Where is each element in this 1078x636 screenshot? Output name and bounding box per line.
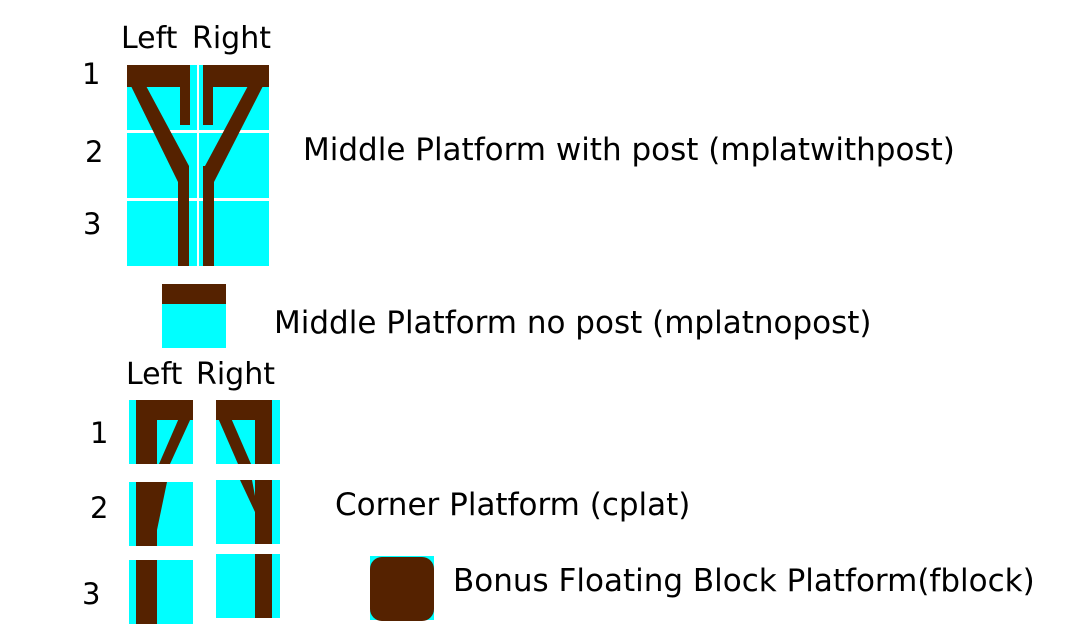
- mplat-left-post: [178, 166, 189, 266]
- cplat-row-label-2: 2: [90, 491, 109, 525]
- mplat-right-beam: [203, 65, 269, 87]
- mplat-row-label-2: 2: [85, 135, 104, 169]
- mplatnopost-caption: Middle Platform no post (mplatnopost): [274, 305, 872, 341]
- mplatnopost-beam: [162, 284, 226, 304]
- mplat-col-label-left: Left: [121, 21, 178, 56]
- cplat-left-post-3: [136, 560, 157, 624]
- cplat-row-label-1: 1: [90, 416, 109, 450]
- cplat-right-brace-2: [240, 480, 255, 512]
- cplat-col-label-left: Left: [126, 357, 183, 392]
- cplat-left-brace-1: [159, 418, 191, 464]
- cplat-tiles: [129, 400, 280, 624]
- cplat-left-post-2: [136, 482, 157, 546]
- mplatwithpost-tiles: [127, 65, 269, 266]
- mplat-left-brace: [130, 84, 189, 182]
- fblock-block: [370, 557, 434, 621]
- cplat-right-post-2: [255, 480, 272, 544]
- cplat-right-post-1: [255, 400, 272, 464]
- mplat-left-beam: [127, 65, 190, 87]
- fblock-caption: Bonus Floating Block Platform(fblock): [453, 563, 1035, 599]
- mplat-right-brace: [205, 84, 264, 182]
- mplat-right-inner-post: [203, 65, 213, 125]
- mplatwithpost-caption: Middle Platform with post (mplatwithpost…: [303, 132, 955, 168]
- mplat-left-inner-post: [180, 65, 190, 125]
- cplat-left-brace-2: [157, 482, 167, 530]
- cplat-col-label-right: Right: [196, 357, 275, 392]
- cplat-right-post-3: [255, 554, 272, 618]
- cplat-right-brace-1: [218, 418, 251, 464]
- mplat-col-label-right: Right: [192, 21, 271, 56]
- fblock-tile: [370, 556, 434, 621]
- mplatnopost-tile: [162, 284, 226, 348]
- cplat-caption: Corner Platform (cplat): [335, 487, 691, 523]
- cplat-row-label-3: 3: [82, 577, 101, 611]
- mplat-row-label-1: 1: [82, 57, 101, 91]
- mplat-row-label-3: 3: [83, 207, 102, 241]
- cplat-left-post-1: [136, 400, 157, 464]
- mplat-right-post: [203, 166, 214, 266]
